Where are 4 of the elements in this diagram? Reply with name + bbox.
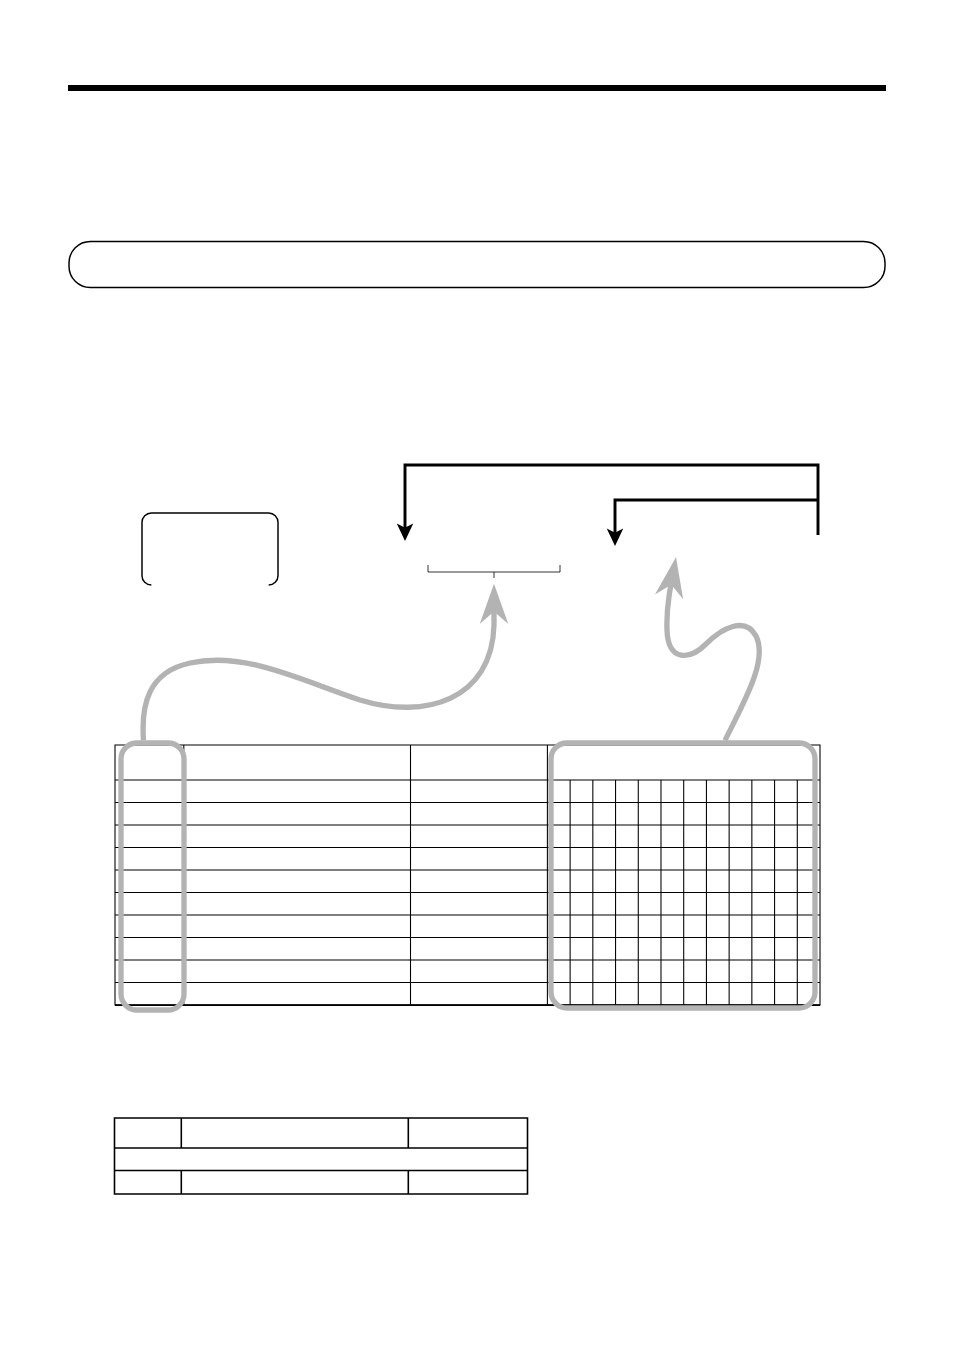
- bracket: [427, 564, 561, 579]
- highlight-frame: [118, 740, 187, 1013]
- highlight-frame: [548, 740, 818, 1011]
- banner-box: [68, 240, 886, 289]
